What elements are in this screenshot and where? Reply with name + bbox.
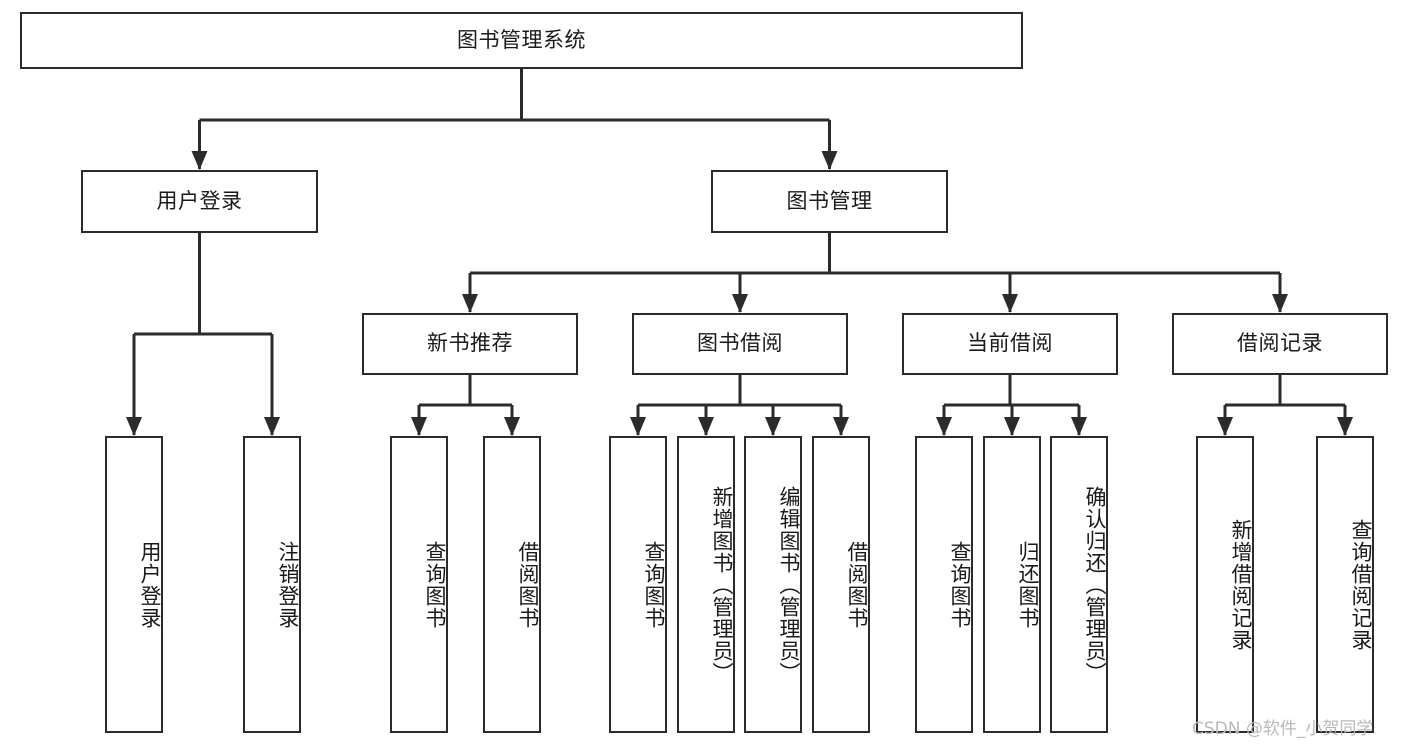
node-nbr-query-book[interactable]: 查询图书 (390, 436, 448, 733)
node-label: 注销登录 (276, 540, 300, 629)
node-cb-confirm-return[interactable]: 确认归还（管理员） (1050, 436, 1108, 733)
node-label: 图书管理 (786, 188, 873, 213)
node-label: 确认归还（管理员） (1083, 485, 1107, 684)
node-bb-borrow-book[interactable]: 借阅图书 (812, 436, 870, 733)
node-br-add-record[interactable]: 新增借阅记录 (1196, 436, 1254, 733)
node-label: 当前借阅 (967, 331, 1053, 356)
node-borrow-record[interactable]: 借阅记录 (1172, 313, 1388, 375)
node-user-login-do[interactable]: 用户登录 (105, 436, 163, 733)
node-label: 用户登录 (156, 188, 243, 213)
node-book-manage[interactable]: 图书管理 (711, 170, 948, 233)
node-bb-edit-book[interactable]: 编辑图书（管理员） (744, 436, 802, 733)
node-br-query-record[interactable]: 查询借阅记录 (1316, 436, 1374, 733)
node-bb-add-book[interactable]: 新增图书（管理员） (677, 436, 735, 733)
node-label: 查询借阅记录 (1349, 518, 1373, 651)
node-label: 图书借阅 (697, 331, 783, 356)
node-label: 借阅记录 (1237, 331, 1323, 356)
node-label: 编辑图书（管理员） (777, 485, 801, 684)
node-label: 用户登录 (138, 540, 162, 629)
node-nbr-borrow-book[interactable]: 借阅图书 (483, 436, 541, 733)
node-label: 查询图书 (423, 540, 447, 629)
node-bb-query-book[interactable]: 查询图书 (609, 436, 667, 733)
node-user-logout[interactable]: 注销登录 (243, 436, 301, 733)
node-label: 借阅图书 (516, 540, 540, 629)
node-new-book-rec[interactable]: 新书推荐 (362, 313, 578, 375)
node-cb-return-book[interactable]: 归还图书 (983, 436, 1041, 733)
node-label: 新增图书（管理员） (710, 485, 734, 684)
node-cb-query-book[interactable]: 查询图书 (915, 436, 973, 733)
node-label: 归还图书 (1016, 540, 1040, 629)
node-user-login[interactable]: 用户登录 (81, 170, 318, 233)
node-book-borrow[interactable]: 图书借阅 (632, 313, 848, 375)
node-label: 图书管理系统 (457, 27, 586, 52)
node-current-borrow[interactable]: 当前借阅 (902, 313, 1118, 375)
node-root[interactable]: 图书管理系统 (20, 12, 1023, 69)
node-label: 查询图书 (642, 540, 666, 629)
node-label: 查询图书 (948, 540, 972, 629)
node-label: 新书推荐 (427, 331, 513, 356)
watermark-label: CSDN @软件_小贺同学 (1192, 719, 1374, 739)
node-label: 新增借阅记录 (1229, 518, 1253, 651)
node-label: 借阅图书 (845, 540, 869, 629)
